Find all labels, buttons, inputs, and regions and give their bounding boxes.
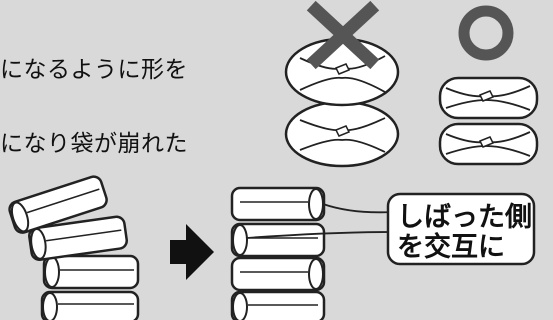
flat-bag-top xyxy=(438,76,539,120)
neat-bag-3 xyxy=(230,256,326,292)
instruction-line-2: になり袋が崩れた xyxy=(0,131,188,157)
wrong-stack-example xyxy=(284,0,400,168)
circle-mark-icon xyxy=(458,5,514,61)
collapsed-stack xyxy=(8,175,140,320)
bag-4 xyxy=(8,175,108,234)
right-arrow-icon xyxy=(170,224,214,280)
callout: しばった側 を交互に xyxy=(245,192,536,266)
neat-bag-1 xyxy=(230,186,326,222)
instruction-line-1: になるように形を xyxy=(0,57,188,83)
round-bag-bottom xyxy=(284,100,400,168)
flat-bag-bottom xyxy=(438,122,539,166)
correct-stack-example xyxy=(438,5,539,166)
bag-2 xyxy=(42,254,140,290)
bag-1 xyxy=(40,290,140,320)
callout-line-2: を交互に xyxy=(397,231,505,263)
neat-bag-2 xyxy=(230,222,326,258)
cross-mark-icon xyxy=(306,0,380,70)
neat-bag-4 xyxy=(230,290,326,320)
round-bag-top xyxy=(284,37,400,107)
callout-line-1: しばった側 xyxy=(397,202,532,233)
neat-stack xyxy=(230,186,326,320)
bag-3 xyxy=(28,215,128,262)
